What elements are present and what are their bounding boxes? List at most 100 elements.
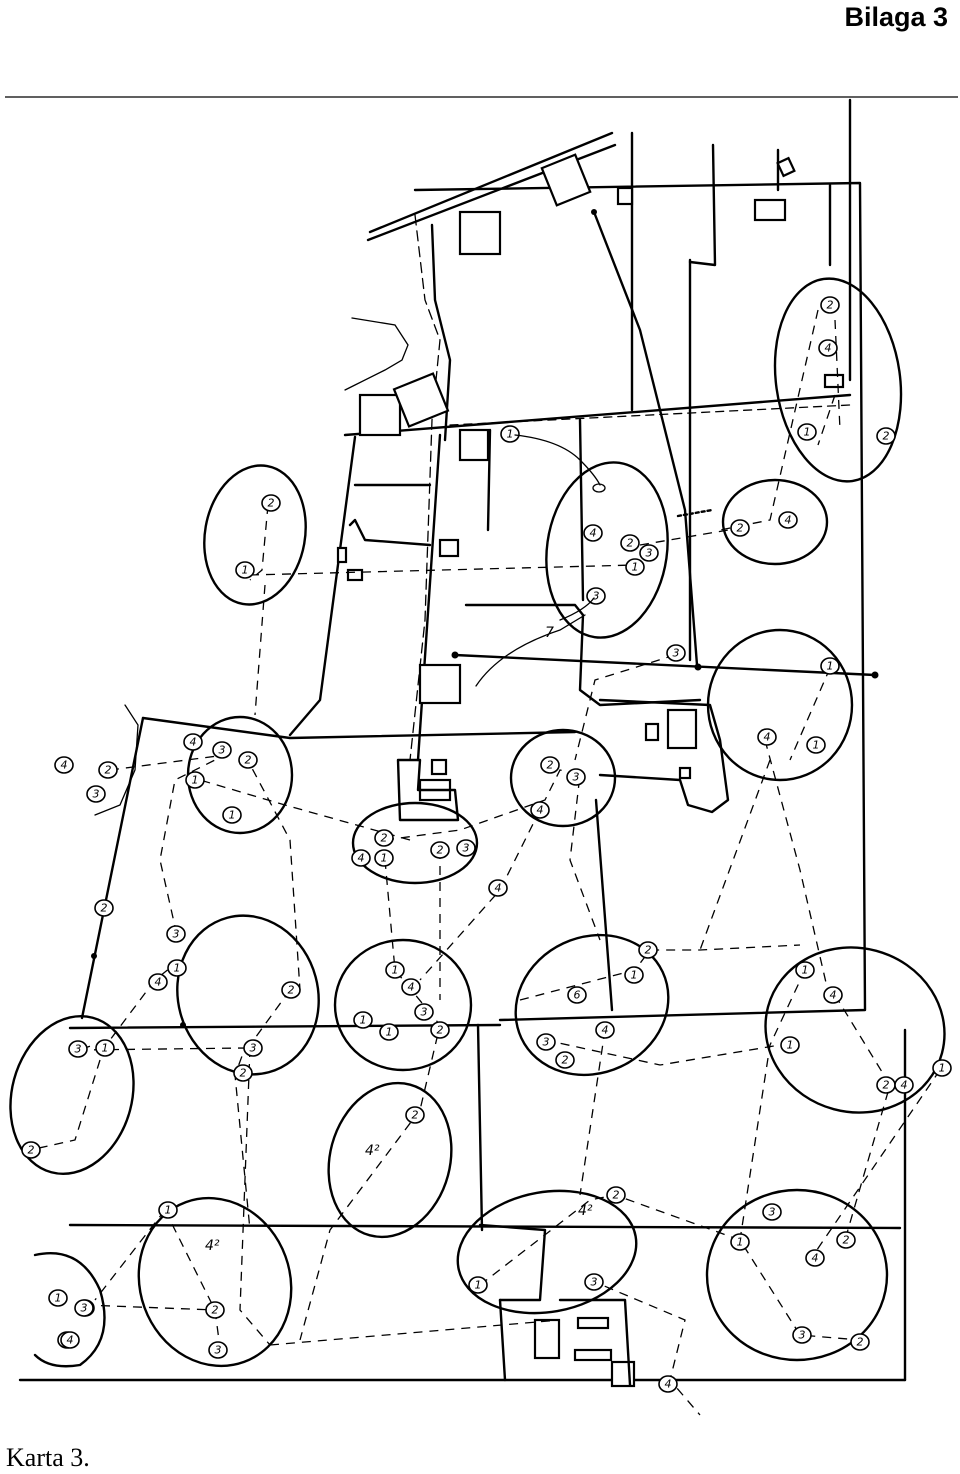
marker-number: 1	[802, 964, 809, 977]
marker-circle	[379, 1023, 399, 1041]
marker-circle	[430, 841, 450, 859]
dash	[84, 1047, 271, 1349]
dash	[249, 504, 636, 716]
territory-marker: 2	[261, 494, 281, 512]
marker-circle	[836, 1231, 856, 1249]
marker-circle	[98, 761, 118, 779]
territory-marker: 4	[351, 849, 371, 867]
marker-number: 1	[813, 739, 820, 752]
territory-bottom-far-left	[33, 1252, 106, 1368]
marker-circle	[584, 1273, 604, 1291]
marker-number: 3	[673, 647, 680, 660]
marker-number: 4	[590, 527, 597, 540]
marker-circle	[351, 849, 371, 867]
territory-marker: 2	[730, 519, 750, 537]
marker-circle	[374, 829, 394, 847]
marker-circle	[185, 771, 205, 789]
territory-center-small	[509, 728, 617, 828]
marker-circle	[818, 339, 838, 357]
marker-circle	[243, 1039, 263, 1057]
territory-marker: 2	[281, 981, 301, 999]
free-labels: 4² 4² 4² 7	[205, 625, 593, 1254]
page-title: Bilaga 3	[844, 2, 948, 32]
marker-circle	[606, 1186, 626, 1204]
boundary-middle	[141, 716, 577, 740]
marker-number: 3	[215, 1344, 222, 1357]
marker-circle	[212, 741, 232, 759]
marker-number: 1	[242, 564, 249, 577]
marker-number: 4	[764, 731, 771, 744]
marker-circle	[205, 1301, 225, 1319]
label-42: 4²	[578, 1203, 593, 1219]
territory-marker: 3	[536, 1033, 556, 1051]
territory-marker: 1	[624, 966, 644, 984]
marker-number: 3	[93, 788, 100, 801]
marker-number: 4	[901, 1079, 908, 1092]
marker-number: 2	[883, 1079, 890, 1092]
marker-number: 4	[61, 759, 68, 772]
marker-number: 2	[843, 1234, 850, 1247]
marker-circle	[624, 966, 644, 984]
marker-number: 3	[769, 1206, 776, 1219]
building	[458, 210, 502, 256]
building	[392, 372, 450, 428]
building	[776, 156, 796, 178]
creek-left	[94, 704, 139, 816]
marker-number: 4	[408, 981, 415, 994]
territory-right-middle	[706, 628, 854, 782]
territory-upper-left	[203, 464, 307, 606]
marker-number: 3	[219, 744, 226, 757]
standalone-marker: 4	[658, 1375, 678, 1393]
territory-right-upper	[721, 478, 829, 566]
street-v-center	[594, 798, 614, 1012]
marker-circle	[595, 1021, 615, 1039]
line-horizontal-east	[453, 653, 877, 677]
marker-number: 2	[645, 944, 652, 957]
territory-marker: 1	[730, 1233, 750, 1251]
territory-marker: 3	[792, 1326, 812, 1344]
territory-marker: 2	[820, 296, 840, 314]
marker-circle	[876, 427, 896, 445]
marker-circle	[780, 1036, 800, 1054]
marker-number: 2	[547, 759, 554, 772]
marker-number: 2	[437, 1024, 444, 1037]
marker-number: 3	[591, 1276, 598, 1289]
marker-circle	[414, 1003, 434, 1021]
marker-circle	[385, 961, 405, 979]
marker-number: 4	[358, 852, 365, 865]
building	[418, 663, 462, 705]
territory-right-lower	[764, 946, 946, 1114]
territory-marker: 4	[757, 728, 777, 746]
marker-circle	[530, 801, 550, 819]
building-complex-east	[598, 698, 730, 814]
territory-upper-center	[545, 461, 669, 639]
territory-marker: 1	[625, 558, 645, 576]
territory-marker: 2	[620, 534, 640, 552]
road-middle	[343, 393, 852, 437]
territory-marker: 2	[405, 1106, 425, 1124]
marker-number: 1	[737, 1236, 744, 1249]
marker-circle	[805, 1249, 825, 1267]
territory-marker: 3	[762, 1203, 782, 1221]
marker-number: 2	[28, 1144, 35, 1157]
marker-number: 2	[240, 1067, 247, 1080]
road-left	[288, 435, 357, 737]
marker-number: 3	[173, 928, 180, 941]
marker-circle	[555, 1051, 575, 1069]
marker-number: 2	[827, 299, 834, 312]
territory-marker: 2	[876, 1076, 896, 1094]
marker-circle	[566, 768, 586, 786]
marker-circle	[823, 986, 843, 1004]
building	[616, 186, 634, 206]
marker-circle	[820, 657, 840, 675]
creek	[344, 317, 409, 391]
marker-number: 2	[437, 844, 444, 857]
marker-circle	[820, 296, 840, 314]
territory-marker: 1	[379, 1023, 399, 1041]
marker-number: 1	[229, 809, 236, 822]
marker-number: 2	[245, 754, 252, 767]
road-center	[416, 433, 442, 762]
territory-marker: 4	[60, 1331, 80, 1349]
marker-circle	[488, 879, 508, 897]
